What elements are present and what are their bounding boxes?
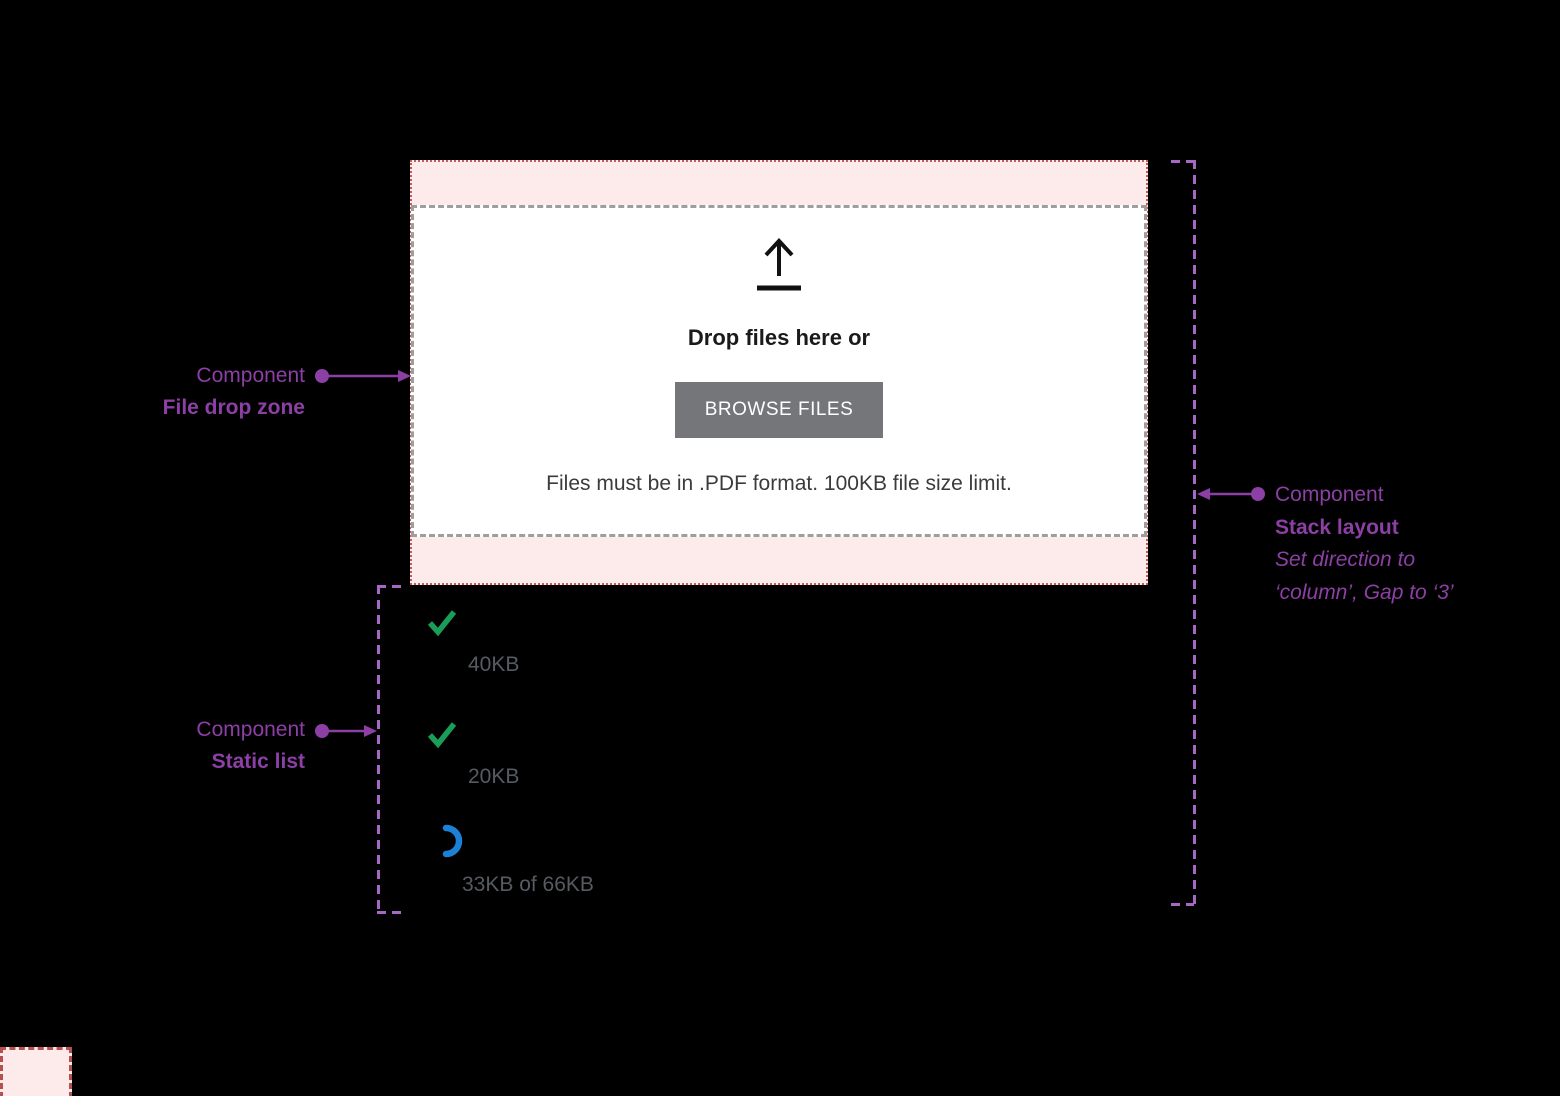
file-size-label: 33KB of 66KB [462,873,594,896]
browse-files-button[interactable]: BROWSE FILES [674,382,884,438]
annotation-note: ‘column’, Gap to ‘3’ [1275,580,1454,604]
list-item: 33KB of 66KB [426,824,594,897]
annotation-static-list: Component Static list [196,714,305,778]
file-size-label: 40KB [468,653,520,676]
stack-layout-boundary-tick-bottom [1171,903,1194,906]
padding-legend-swatch [0,1047,72,1096]
annotation-note: Set direction to [1275,548,1416,571]
annotation-eyebrow: Component [1275,483,1384,506]
annotation-stack-layout: Component Stack layout Set direction to … [1275,479,1454,609]
check-icon [427,722,457,749]
check-icon [427,610,457,637]
arrow-right-icon [315,369,411,383]
list-item: 40KB [426,606,519,677]
drop-files-heading: Drop files here or [687,325,871,350]
annotation-file-drop-zone: Component File drop zone [163,360,305,424]
spinner-icon [442,824,463,858]
arrow-right-icon [315,724,377,738]
file-requirements-text: Files must be in .PDF format. 100KB file… [546,472,1012,495]
stack-layout-boundary-tick-top [1171,160,1194,163]
stack-layout-boundary-line [1193,160,1196,906]
static-list-boundary-tick-bottom [377,911,401,914]
static-list-boundary-line [377,585,380,914]
annotation-eyebrow: Component [196,364,305,387]
annotation-title: Stack layout [1275,515,1399,539]
annotation-eyebrow: Component [196,718,305,741]
annotation-title: Static list [211,750,305,773]
file-drop-zone: Drop files here or BROWSE FILES Files mu… [410,160,1148,585]
file-drop-target[interactable]: Drop files here or BROWSE FILES Files mu… [411,205,1147,537]
annotation-title: File drop zone [162,396,305,419]
arrow-left-icon [1197,487,1265,501]
file-size-label: 20KB [468,765,520,788]
list-item: 20KB [426,718,519,789]
upload-icon [757,238,801,291]
static-list-boundary-tick-top [377,585,401,588]
